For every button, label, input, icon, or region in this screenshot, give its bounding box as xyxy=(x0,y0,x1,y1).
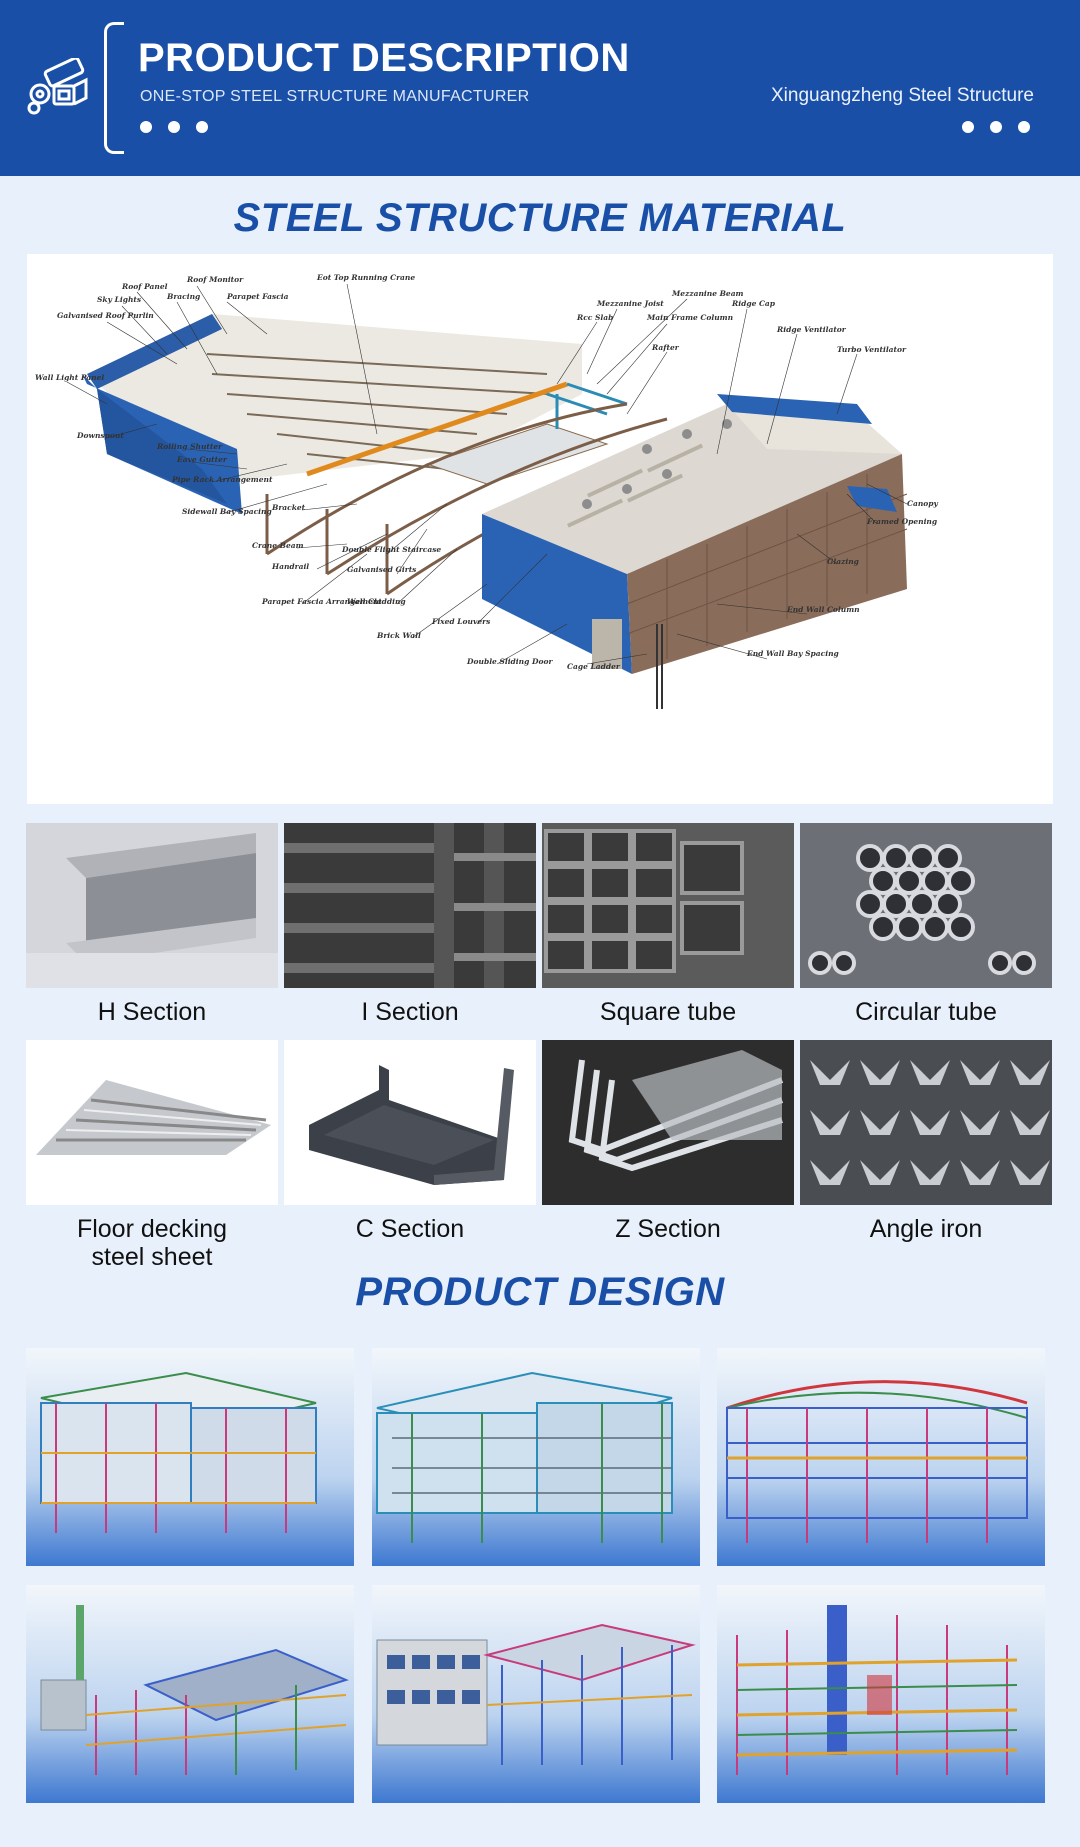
design-section-title: PRODUCT DESIGN xyxy=(355,1270,725,1314)
label-handrail: Handrail xyxy=(271,562,309,571)
material-circular-tube: Circular tube xyxy=(800,823,1052,1026)
design-render-1 xyxy=(26,1348,354,1566)
decor-dots-left xyxy=(140,121,208,133)
label-sidewall: Sidewall Bay Spacing xyxy=(182,507,272,516)
label-wall-cladding: Wall Cladding xyxy=(347,597,406,606)
material-caption: Floor decking steel sheet xyxy=(76,1215,228,1271)
design-render-6 xyxy=(717,1585,1045,1803)
company-name: Xinguangzheng Steel Structure xyxy=(770,85,1034,106)
label-wall-light: Wall Light Panel xyxy=(35,373,104,382)
material-c-section: C Section xyxy=(284,1040,536,1243)
label-mezz-joist: Mezzanine Joist xyxy=(596,299,664,308)
i-section-image xyxy=(284,823,536,988)
header-bracket xyxy=(104,22,124,154)
label-framed-opening: Framed Opening xyxy=(866,517,937,526)
label-parapet-fascia: Parapet Fascia xyxy=(226,292,289,301)
label-bracket: Bracket xyxy=(271,503,306,512)
material-caption: Square tube xyxy=(599,998,737,1026)
label-galv-purlin: Galvanised Roof Purlin xyxy=(57,311,154,320)
material-caption: C Section xyxy=(355,1215,465,1243)
header-banner: PRODUCT DESCRIPTION ONE-STOP STEEL STRUC… xyxy=(0,0,1080,176)
label-sky-lights: Sky Lights xyxy=(97,295,142,304)
floor-decking-image xyxy=(26,1040,278,1205)
label-fixed-louvers: Fixed Louvers xyxy=(431,617,491,626)
material-section-title: STEEL STRUCTURE MATERIAL xyxy=(233,196,847,240)
decor-dots-right xyxy=(962,121,1030,133)
steel-pipes-icon xyxy=(26,56,90,116)
material-square-tube: Square tube xyxy=(542,823,794,1026)
material-caption: I Section xyxy=(361,998,459,1026)
label-turbo-vent: Turbo Ventilator xyxy=(837,345,907,354)
label-cage-ladder: Cage Ladder xyxy=(567,662,621,671)
label-roof-monitor: Roof Monitor xyxy=(186,275,244,284)
material-floor-decking: Floor decking steel sheet xyxy=(26,1040,278,1271)
label-double-flight: Double Flight Staircase xyxy=(341,545,441,554)
material-z-section: Z Section xyxy=(542,1040,794,1243)
design-render-3 xyxy=(717,1348,1045,1566)
z-section-image xyxy=(542,1040,794,1205)
c-section-image xyxy=(284,1040,536,1205)
material-caption: Angle iron xyxy=(869,1215,983,1243)
design-render-2 xyxy=(372,1348,700,1566)
label-ridge-cap: Ridge Cap xyxy=(731,299,776,308)
page-title: PRODUCT DESCRIPTION xyxy=(138,36,630,80)
page-subtitle: ONE-STOP STEEL STRUCTURE MANUFACTURER xyxy=(140,88,530,105)
label-bracing: Bracing xyxy=(166,292,200,301)
steel-structure-diagram: Roof Panel Roof Monitor Sky Lights Braci… xyxy=(27,254,1053,804)
label-brick-wall: Brick Wall xyxy=(376,631,421,640)
label-eave-gutter: Eave Gutter xyxy=(176,455,228,464)
label-double-sliding: Double Sliding Door xyxy=(466,657,553,666)
design-render-5 xyxy=(372,1585,700,1803)
label-glazing: Glazing xyxy=(827,557,859,566)
label-roof-panel: Roof Panel xyxy=(121,282,168,291)
h-section-image xyxy=(26,823,278,988)
circular-tube-image xyxy=(800,823,1052,988)
material-caption: H Section xyxy=(97,998,207,1026)
label-rcc-slab: Rcc Slab xyxy=(576,313,613,322)
material-angle-iron: Angle iron xyxy=(800,1040,1052,1243)
label-canopy: Canopy xyxy=(907,499,939,508)
material-h-section: H Section xyxy=(26,823,278,1026)
label-parapet-arr: Parapet Fascia Arrangement xyxy=(261,597,382,606)
label-pipe-rack: Pipe Rack Arrangement xyxy=(171,475,273,484)
design-render-4 xyxy=(26,1585,354,1803)
label-main-frame: Main Frame Column xyxy=(646,313,733,322)
material-caption: Circular tube xyxy=(855,998,997,1026)
label-end-wall-bay: End Wall Bay Spacing xyxy=(746,649,839,658)
label-end-wall-col: End Wall Column xyxy=(786,605,860,614)
angle-iron-image xyxy=(800,1040,1052,1205)
label-rafter: Rafter xyxy=(651,343,680,352)
label-rolling-shutter: Rolling Shutter xyxy=(156,442,223,451)
label-galv-girts: Galvanised Girts xyxy=(347,565,417,574)
label-mezz-beam: Mezzanine Beam xyxy=(671,289,744,298)
label-crane-beam: Crane Beam xyxy=(252,541,304,550)
material-caption: Z Section xyxy=(615,1215,721,1243)
label-ridge-vent: Ridge Ventilator xyxy=(776,325,847,334)
square-tube-image xyxy=(542,823,794,988)
label-eot-crane: Eot Top Running Crane xyxy=(316,273,415,282)
material-i-section: I Section xyxy=(284,823,536,1026)
label-downspout: Downspout xyxy=(76,431,124,440)
